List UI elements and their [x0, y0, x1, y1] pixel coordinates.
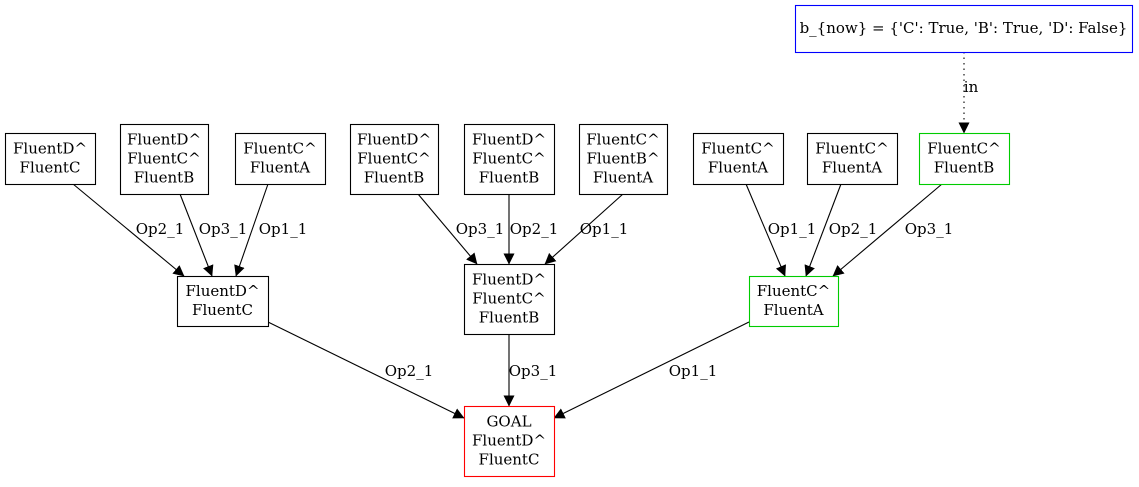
leaf-node-5: FluentD^FluentC^FluentB: [463, 123, 556, 196]
leaf-node-8: FluentC^FluentA: [806, 132, 899, 186]
leaf-node-1-box: [4, 132, 97, 186]
mid-node-2: FluentD^FluentC^FluentB: [463, 263, 556, 336]
leaf-node-9-label-line: FluentB: [934, 159, 994, 177]
edge-label-leaf-3: Op1_1: [259, 220, 308, 238]
edge-leaf-7-to-mid-3: [745, 183, 786, 277]
edge-leaf-3-to-mid-1: [234, 183, 269, 277]
edge-label-mid-2: Op3_1: [509, 362, 558, 380]
mid-node-1-label-line: FluentC: [192, 301, 253, 319]
leaf-node-2-box: [119, 123, 210, 196]
leaf-node-2-label-line: FluentB: [134, 169, 194, 187]
edge-leaf-6-to-mid-2: [544, 193, 624, 265]
leaf-node-2-label-line: FluentD^: [127, 131, 201, 149]
leaf-node-6-label-line: FluentB^: [586, 150, 659, 168]
leaf-node-8-label-line: FluentA: [822, 159, 882, 177]
edge-leaf-8-to-mid-3: [804, 183, 842, 277]
edge-label-leaf-2: Op3_1: [199, 220, 248, 238]
leaf-node-4-label-line: FluentD^: [357, 131, 431, 149]
leaf-node-9-label-line: FluentC^: [927, 140, 1000, 158]
nodes-layer: b_{now} = {'C': True, 'B': True, 'D': Fa…: [4, 4, 1134, 478]
leaf-node-4-box: [349, 123, 440, 196]
leaf-node-8-label-line: FluentC^: [815, 140, 888, 158]
leaf-node-3-label-line: FluentA: [250, 159, 310, 177]
leaf-node-6-box: [578, 123, 669, 196]
leaf-node-5-label-line: FluentC^: [472, 150, 545, 168]
leaf-node-1: FluentD^FluentC: [4, 132, 97, 186]
leaf-node-4-label-line: FluentC^: [357, 150, 430, 168]
leaf-node-1-label-line: FluentC: [20, 159, 81, 177]
edges-layer: [72, 52, 970, 419]
edge-label-in: in: [964, 78, 979, 96]
edge-leaf-1-to-mid-1: [72, 183, 185, 277]
goal-node-label-line: FluentC: [479, 451, 540, 469]
edge-leaf-4-to-mid-2: [417, 193, 478, 265]
edge-label-mid-3: Op1_1: [669, 362, 718, 380]
leaf-node-6: FluentC^FluentB^FluentA: [578, 123, 669, 196]
mid-node-3: FluentC^FluentA: [748, 275, 840, 328]
edge-leaf-9-to-mid-3: [832, 183, 943, 277]
edge-label-leaf-6: Op1_1: [580, 220, 629, 238]
belief-node-label-line: b_{now} = {'C': True, 'B': True, 'D': Fa…: [800, 19, 1128, 37]
goal-node-label-line: FluentD^: [472, 432, 546, 450]
leaf-node-3-label-line: FluentC^: [243, 140, 316, 158]
leaf-node-6-label-line: FluentA: [593, 169, 653, 187]
leaf-node-5-label-line: FluentB: [479, 169, 539, 187]
edge-leaf-2-to-mid-1: [179, 193, 214, 277]
edge-label-leaf-5: Op2_1: [510, 220, 559, 238]
belief-node-box: [794, 4, 1134, 54]
leaf-node-7-label-line: FluentA: [708, 159, 768, 177]
leaf-node-7-box: [692, 132, 785, 186]
leaf-node-6-label-line: FluentC^: [586, 131, 659, 149]
mid-node-3-label-line: FluentA: [763, 301, 823, 319]
goal-node-label-line: GOAL: [486, 413, 531, 431]
leaf-node-7-label-line: FluentC^: [701, 140, 774, 158]
mid-node-1-label-line: FluentD^: [185, 282, 259, 300]
mid-node-3-label-line: FluentC^: [757, 282, 830, 300]
edge-mid-3-to-goal: [553, 321, 750, 419]
leaf-node-2: FluentD^FluentC^FluentB: [119, 123, 210, 196]
leaf-node-9-box: [918, 132, 1011, 186]
leaf-node-4: FluentD^FluentC^FluentB: [349, 123, 440, 196]
goal-node-box: [463, 405, 556, 478]
leaf-node-8-box: [806, 132, 899, 186]
edge-label-leaf-1: Op2_1: [136, 220, 185, 238]
edge-label-leaf-4: Op3_1: [456, 220, 505, 238]
mid-node-2-box: [463, 263, 556, 336]
leaf-node-2-label-line: FluentC^: [127, 150, 200, 168]
leaf-node-5-label-line: FluentD^: [472, 131, 546, 149]
edge-label-leaf-9: Op3_1: [905, 220, 954, 238]
edge-label-mid-1: Op2_1: [385, 362, 434, 380]
edge-label-leaf-7: Op1_1: [768, 220, 817, 238]
edge-mid-1-to-goal: [267, 321, 465, 419]
belief-node: b_{now} = {'C': True, 'B': True, 'D': Fa…: [794, 4, 1134, 54]
mid-node-1-box: [176, 275, 270, 328]
leaf-node-4-label-line: FluentB: [364, 169, 424, 187]
mid-node-1: FluentD^FluentC: [176, 275, 270, 328]
leaf-node-3: FluentC^FluentA: [234, 132, 327, 186]
edge-label-leaf-8: Op2_1: [829, 220, 878, 238]
leaf-node-3-box: [234, 132, 327, 186]
leaf-node-5-box: [463, 123, 556, 196]
mid-node-3-box: [748, 275, 840, 328]
leaf-node-1-label-line: FluentD^: [13, 140, 87, 158]
mid-node-2-label-line: FluentD^: [472, 271, 546, 289]
leaf-node-9: FluentC^FluentB: [918, 132, 1011, 186]
leaf-node-7: FluentC^FluentA: [692, 132, 785, 186]
mid-node-2-label-line: FluentC^: [472, 290, 545, 308]
mid-node-2-label-line: FluentB: [479, 309, 539, 327]
